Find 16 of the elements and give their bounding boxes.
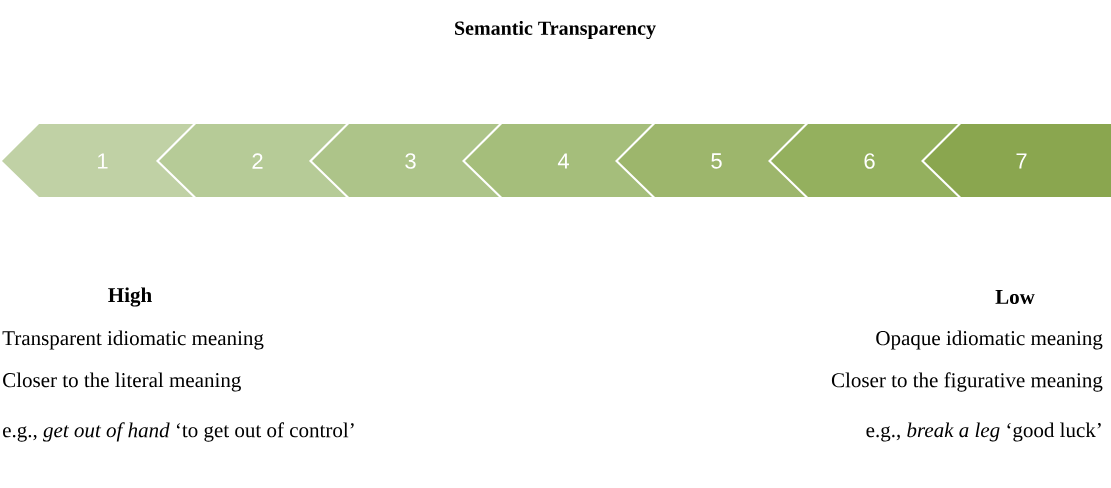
scale-end-label: Low [995, 290, 1035, 304]
description-text: Opaque idiomatic meaning [876, 330, 1103, 350]
scale-step: 7 [924, 124, 1111, 197]
description-text: Transparent idiomatic meaning [2, 330, 264, 350]
scale-step: 6 [771, 124, 958, 197]
title: Semantic Transparency [455, 20, 656, 40]
scale-step: 1 [2, 124, 193, 197]
description-text: Closer to the figurative meaning [831, 372, 1103, 392]
description-text: e.g., get out of hand ‘to get out of control’ [3, 422, 354, 442]
scale-step: 2 [159, 124, 346, 197]
description-text: Closer to the literal meaning [3, 372, 241, 392]
scale-step: 3 [312, 124, 499, 197]
scale-step: 5 [618, 124, 805, 197]
description-text: e.g., break a leg ‘good luck’ [866, 422, 1101, 442]
scale-end-label: High [108, 287, 152, 307]
scale-step: 4 [465, 124, 652, 197]
